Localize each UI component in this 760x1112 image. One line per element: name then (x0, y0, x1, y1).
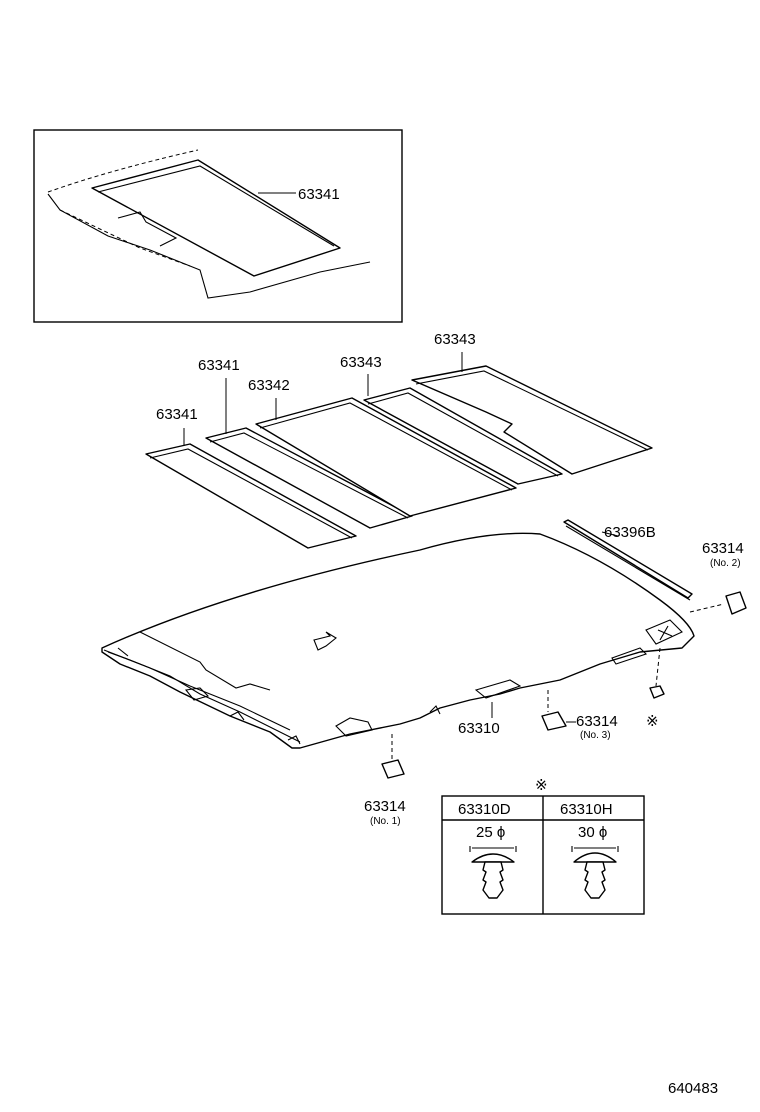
label-clip-no3: 63314 (576, 713, 618, 730)
label-clip-no1-sub: (No. 1) (370, 816, 401, 827)
table-col2-part: 63310H (560, 801, 613, 818)
label-clip-no3-sub: (No. 3) (580, 730, 611, 741)
inset-roof-edge (47, 149, 199, 193)
panel-d-edge (367, 392, 559, 477)
panel-e-edge (415, 370, 649, 451)
panel-e (411, 365, 653, 475)
headliner-bracket-left (335, 717, 373, 737)
headliner-body (101, 532, 695, 749)
headliner-tabs (229, 705, 441, 745)
headliner-bracket-mid (474, 679, 522, 699)
push-clip-dashline (655, 647, 661, 687)
headliner-rear-clip-seat (645, 619, 683, 645)
label-inset-63341: 63341 (298, 186, 340, 203)
panel-c-edge (259, 402, 513, 491)
table-mark: ※ (535, 776, 548, 794)
label-panel-c: 63342 (248, 377, 290, 394)
weatherstrip: 63396B (563, 519, 693, 601)
push-clip: ※ (646, 647, 665, 730)
push-clip-body (649, 685, 665, 699)
clip-30-dimension (571, 846, 619, 852)
label-panel-a: 63341 (156, 406, 198, 423)
panel-a (145, 443, 357, 549)
inset-frame (33, 129, 403, 323)
headliner: 63310 (101, 532, 695, 749)
label-clip-no2: 63314 (702, 540, 744, 557)
label-panel-e: 63343 (434, 331, 476, 348)
inset-view: 63341 (33, 129, 403, 323)
clip-25-head (471, 853, 515, 863)
panel-a-edge (149, 448, 353, 539)
inset-roof-inner (59, 209, 191, 267)
push-clip-mark: ※ (646, 712, 659, 730)
clip-25-stem (482, 861, 504, 899)
headliner-visor-recess (139, 631, 271, 691)
weatherstrip-strip (563, 519, 693, 599)
clip-no3-block (541, 711, 567, 731)
clip-30-stem (584, 861, 606, 899)
inset-roof-outline (47, 193, 371, 299)
clip-25-drawing (469, 846, 517, 899)
clip-no1: 63314 (No. 1) (364, 734, 406, 827)
weatherstrip-edge (565, 525, 691, 601)
clip-30-drawing (571, 846, 619, 899)
panel-b-edge (209, 432, 409, 519)
leader-weatherstrip (601, 531, 619, 537)
headliner-inner-edge (103, 649, 291, 731)
table-col1-size: 25 ϕ (476, 824, 505, 841)
label-clip-no1: 63314 (364, 798, 406, 815)
clip-no2: 63314 (No. 2) (689, 540, 747, 615)
table-col1-part: 63310D (458, 801, 511, 818)
clip-no2-block (725, 591, 747, 615)
headliner-dome-light-hole (313, 631, 337, 651)
headliner-rear-clip-cross (657, 625, 673, 641)
clip-no3: 63314 (No. 3) (541, 690, 618, 741)
label-panel-b: 63341 (198, 357, 240, 374)
inset-panel-63341 (91, 159, 341, 277)
inset-panel-edge (97, 165, 335, 247)
label-panel-d: 63343 (340, 354, 382, 371)
clip-no1-block (381, 759, 405, 779)
figure-id: 640483 (668, 1080, 718, 1097)
panel-c (255, 397, 517, 517)
panel-labels: 63341 63341 63342 63343 63343 (156, 331, 476, 446)
clip-25-dimension (469, 846, 517, 852)
clip-30-head (573, 852, 617, 863)
label-clip-no2-sub: (No. 2) (710, 558, 741, 569)
clip-table: ※ 63310D 63310H 25 ϕ 30 ϕ (441, 776, 645, 915)
table-col2-size: 30 ϕ (578, 824, 607, 841)
headliner-visor-hook (117, 647, 210, 701)
silencer-panels (145, 365, 653, 549)
headliner-bracket-right (611, 647, 648, 665)
panel-d (363, 387, 563, 485)
label-headliner: 63310 (458, 720, 500, 737)
inset-roof-cutout (117, 211, 178, 247)
label-weatherstrip: 63396B (604, 524, 656, 541)
clip-no2-dashline (689, 603, 725, 613)
